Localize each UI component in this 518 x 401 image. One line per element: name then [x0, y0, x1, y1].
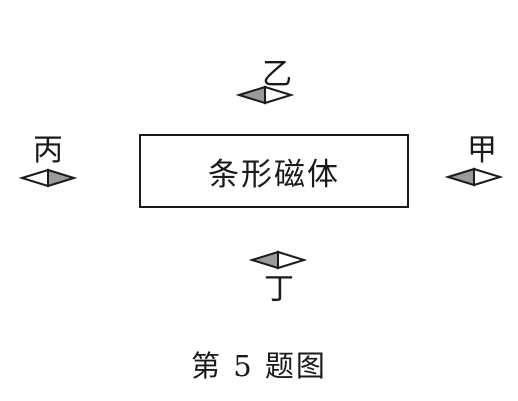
bar-magnet: 条形磁体 — [139, 134, 409, 208]
needle-label-yi: 乙 — [262, 57, 292, 92]
compass-needle-bing — [18, 168, 78, 188]
compass-needle-jia — [444, 167, 504, 187]
compass-needle-yi — [235, 85, 295, 105]
needle-label-ding: 丁 — [264, 272, 294, 307]
needle-white-half — [18, 168, 49, 188]
needle-white-half — [277, 250, 308, 270]
figure-caption: 第 5 题图 — [191, 349, 327, 383]
needle-white-half — [264, 85, 295, 105]
needle-label-jia: 甲 — [467, 133, 497, 168]
compass-needle-ding — [248, 250, 308, 270]
needle-shaded-half — [248, 250, 279, 270]
needle-shaded-half — [235, 85, 266, 105]
bar-magnet-label: 条形磁体 — [208, 156, 340, 193]
needle-white-half — [473, 167, 504, 187]
needle-shaded-half — [47, 168, 78, 188]
needle-label-bing: 丙 — [33, 133, 63, 168]
needle-shaded-half — [444, 167, 475, 187]
